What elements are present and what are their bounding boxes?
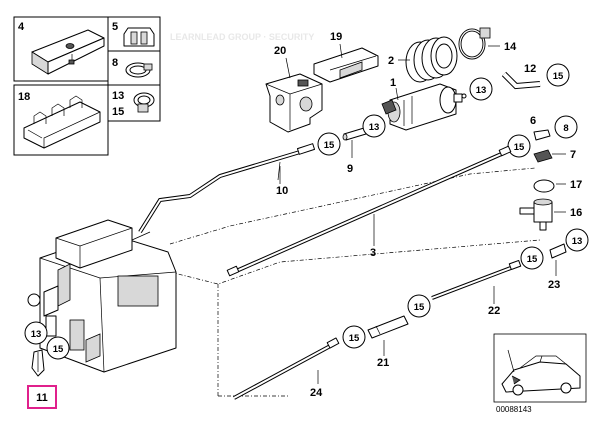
callout-15-pipe22-label: 15 (414, 302, 425, 313)
callout-13-heater[interactable] (24, 321, 48, 345)
sleeve-21-illustration (367, 315, 409, 339)
part-6-illustration (533, 129, 551, 141)
callout-15-part23[interactable] (520, 246, 544, 270)
label-21: 21 (377, 357, 389, 369)
callout-15-hose12-label: 15 (553, 71, 564, 82)
leader-20 (285, 57, 291, 79)
label-12: 12 (524, 63, 536, 75)
bellows-2-illustration (405, 36, 458, 83)
parts-table: 4 5 8 18 13 15 (13, 16, 161, 156)
plate-19-illustration (313, 47, 379, 83)
pipe-22-illustration (431, 259, 522, 300)
bracket-20-illustration (265, 73, 323, 133)
nozzle-9-illustration (342, 127, 367, 141)
label-2: 2 (388, 55, 394, 67)
bracket-illustration (31, 29, 105, 75)
pipe-3-illustration (226, 145, 512, 277)
label-8: 8 (112, 57, 118, 69)
highlighted-part-11[interactable] (27, 385, 57, 409)
label-10: 10 (276, 185, 288, 197)
label-7: 7 (570, 149, 576, 161)
leader-19 (339, 43, 343, 59)
watermark: LEARNLEAD GROUP · SECURITY (170, 32, 314, 42)
callout-15-pipe10-label: 15 (324, 140, 335, 151)
label-20: 20 (274, 45, 286, 57)
valve-16-illustration (519, 198, 553, 231)
part-11-fitting-illustration (31, 349, 45, 377)
label-4: 4 (18, 21, 25, 33)
callout-13-nozzle[interactable] (362, 114, 386, 138)
callout-13-heater-label: 13 (31, 329, 42, 340)
callout-8-label: 8 (563, 123, 568, 134)
callout-15-hose12[interactable] (546, 63, 570, 87)
callout-13-pump-label: 13 (476, 85, 487, 96)
clamp-14-illustration (458, 27, 491, 60)
callout-13-part23-label: 13 (572, 236, 583, 247)
car-inset[interactable] (493, 333, 587, 403)
label-16: 16 (570, 207, 582, 219)
hose-clamp-small-illustration (125, 62, 153, 78)
pipe-10-illustration (138, 143, 316, 234)
pump-1-illustration (381, 83, 467, 131)
callout-13-pump[interactable] (469, 77, 493, 101)
leader-1 (395, 87, 399, 101)
callout-15-pipe22[interactable] (407, 294, 431, 318)
label-5: 5 (112, 21, 118, 33)
frame-line-bottom (169, 239, 541, 285)
label-6: 6 (530, 115, 536, 127)
label-19: 19 (330, 31, 342, 43)
callout-13-part23[interactable] (565, 228, 589, 252)
clamp-illustration (133, 92, 155, 113)
label-23: 23 (548, 279, 560, 291)
callout-15-heater-label: 15 (53, 344, 64, 355)
frame-line-top (169, 167, 536, 245)
hose-12-illustration (501, 71, 541, 90)
clip-illustration (123, 27, 155, 47)
callout-15-sleeve21[interactable] (342, 325, 366, 349)
callout-15-sleeve21-label: 15 (349, 333, 360, 344)
label-24: 24 (310, 387, 323, 399)
label-18: 18 (18, 91, 30, 103)
label-22: 22 (488, 305, 500, 317)
part-7-illustration (533, 149, 553, 163)
oring-17-illustration (533, 179, 555, 193)
heater-unit-illustration (27, 219, 177, 373)
label-15-box: 15 (112, 106, 124, 118)
inset-code: 00088143 (496, 405, 532, 414)
label-14: 14 (504, 41, 517, 53)
label-3: 3 (370, 247, 376, 259)
callout-15-heater[interactable] (46, 336, 70, 360)
callout-15-part7-label: 15 (514, 142, 525, 153)
label-11: 11 (36, 392, 48, 404)
callout-8[interactable] (554, 115, 578, 139)
callout-13-nozzle-label: 13 (369, 122, 380, 133)
holder-illustration (23, 95, 101, 149)
label-1: 1 (390, 77, 396, 89)
callout-15-part23-label: 15 (527, 254, 538, 265)
label-13-box: 13 (112, 90, 124, 102)
callout-15-pipe10[interactable] (317, 132, 341, 156)
pipe-24-illustration (233, 337, 340, 400)
part-23-illustration (549, 243, 567, 259)
label-9: 9 (347, 163, 353, 175)
label-17: 17 (570, 179, 582, 191)
